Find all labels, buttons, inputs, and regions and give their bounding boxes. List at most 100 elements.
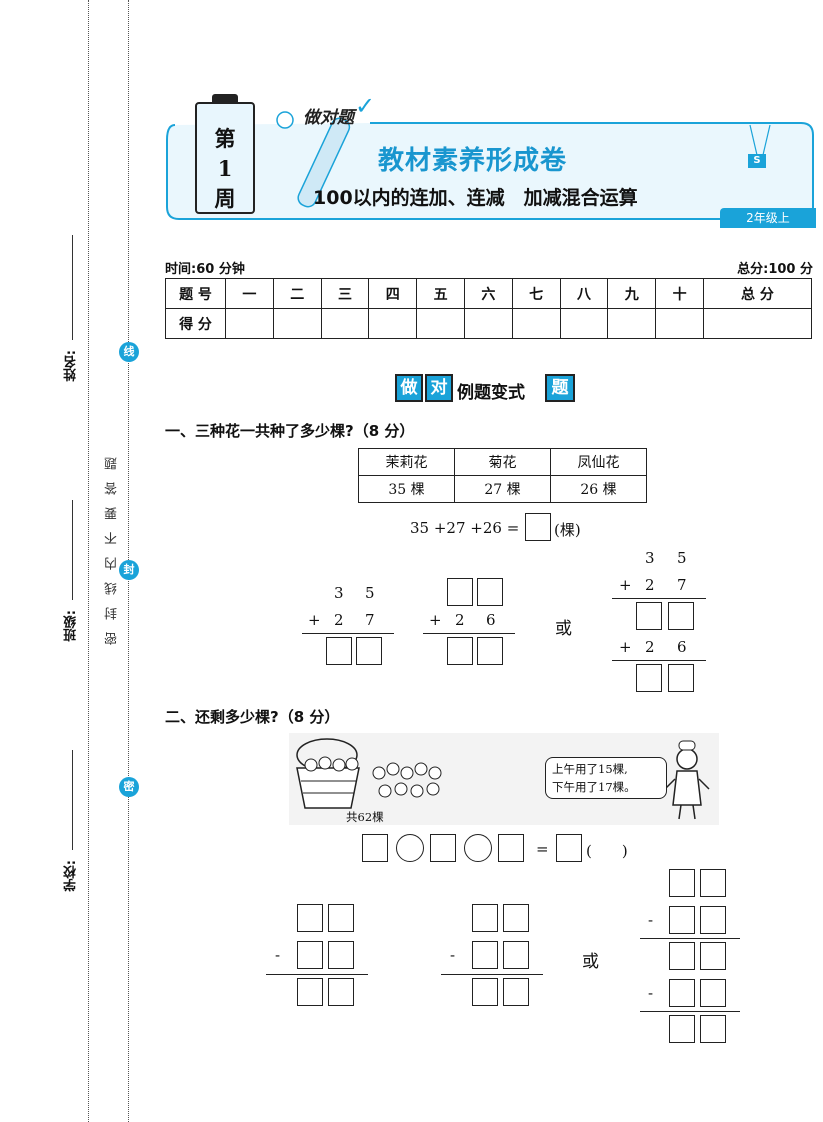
score-col-7: 七 <box>511 278 561 309</box>
answer-box[interactable] <box>700 869 726 897</box>
answer-box[interactable] <box>356 637 382 665</box>
name-label: 姓名: <box>64 350 79 382</box>
school-underline <box>72 750 73 850</box>
score-cell[interactable] <box>320 308 370 339</box>
q1-unit: (棵) <box>554 521 581 539</box>
answer-box[interactable] <box>525 513 551 541</box>
score-cell[interactable] <box>225 308 274 339</box>
score-cell[interactable] <box>702 308 813 339</box>
week-label-top: 第 <box>214 126 236 151</box>
score-col-total: 总 分 <box>702 278 813 309</box>
score-cell[interactable] <box>607 308 657 339</box>
answer-box[interactable] <box>669 979 695 1007</box>
calc-digit: 3 <box>645 549 655 567</box>
basket-illustration <box>296 738 710 820</box>
flower-header: 茉莉花 <box>358 448 455 476</box>
answer-box[interactable] <box>668 664 694 692</box>
answer-box[interactable] <box>669 942 695 970</box>
or-label: 或 <box>582 952 599 972</box>
answer-box[interactable] <box>297 941 323 969</box>
operator-circle[interactable] <box>464 834 492 862</box>
question-2-illustration: 共62棵 <box>289 733 719 825</box>
score-cell[interactable] <box>272 308 322 339</box>
answer-box[interactable] <box>669 906 695 934</box>
calc-line <box>302 633 394 634</box>
calc-line <box>640 1011 740 1012</box>
answer-box[interactable] <box>362 834 388 862</box>
answer-box[interactable] <box>447 578 473 606</box>
answer-box[interactable] <box>477 578 503 606</box>
bubble-line-2: 下午用了17棵。 <box>552 780 636 794</box>
seal-closed: 密 <box>119 777 139 797</box>
score-cell[interactable] <box>559 308 609 339</box>
flower-count: 27 棵 <box>454 475 551 503</box>
calc-digit: 5 <box>677 549 687 567</box>
calc-digit: 7 <box>365 611 375 629</box>
answer-box[interactable] <box>477 637 503 665</box>
score-col-1: 一 <box>225 278 274 309</box>
answer-box[interactable] <box>636 602 662 630</box>
answer-box[interactable] <box>326 637 352 665</box>
flower-header: 菊花 <box>454 448 551 476</box>
answer-box[interactable] <box>669 1015 695 1043</box>
section-title-right: 对 <box>425 374 453 402</box>
exam-total: 总分:100 分 <box>737 262 813 277</box>
answer-box[interactable] <box>503 941 529 969</box>
answer-box[interactable] <box>447 637 473 665</box>
answer-box[interactable] <box>700 979 726 1007</box>
score-table-score-row: 得 分 <box>165 308 813 339</box>
score-table-score-label: 得 分 <box>165 308 226 339</box>
answer-box[interactable] <box>700 906 726 934</box>
calc-operator: - <box>648 984 654 1002</box>
flower-count: 26 棵 <box>550 475 647 503</box>
name-underline <box>72 235 73 340</box>
or-label: 或 <box>555 619 572 639</box>
section-title-q: 题 <box>545 374 575 402</box>
calc-digit: 2 <box>334 611 344 629</box>
seal-line: 线 <box>119 342 139 362</box>
flower-header: 凤仙花 <box>550 448 647 476</box>
week-number: 1 <box>217 156 233 181</box>
answer-box[interactable] <box>297 978 323 1006</box>
flower-table: 茉莉花 菊花 凤仙花 35 棵 27 棵 26 棵 <box>358 448 647 503</box>
answer-box[interactable] <box>328 904 354 932</box>
answer-box[interactable] <box>669 869 695 897</box>
flower-count: 35 棵 <box>358 475 455 503</box>
binding-notice: 密封线内不要答题 <box>105 445 120 645</box>
answer-box[interactable] <box>472 904 498 932</box>
answer-box[interactable] <box>668 602 694 630</box>
answer-box[interactable] <box>328 978 354 1006</box>
answer-box[interactable] <box>503 978 529 1006</box>
score-cell[interactable] <box>416 308 465 339</box>
operator-circle[interactable] <box>396 834 424 862</box>
answer-box[interactable] <box>556 834 582 862</box>
calc-operator: - <box>450 946 456 964</box>
answer-box[interactable] <box>328 941 354 969</box>
score-cell[interactable] <box>511 308 561 339</box>
score-col-9: 九 <box>607 278 657 309</box>
answer-box[interactable] <box>636 664 662 692</box>
calc-line <box>612 660 706 661</box>
week-label-bottom: 周 <box>214 186 236 211</box>
week-badge: 第 1 周 <box>195 102 255 214</box>
page-subtitle: 100以内的连加、连减 加减混合运算 <box>313 187 638 209</box>
calc-digit: 7 <box>677 576 687 594</box>
question-1-title: 一、三种花一共种了多少棵?（8 分） <box>165 422 415 440</box>
score-col-8: 八 <box>559 278 609 309</box>
answer-box[interactable] <box>503 904 529 932</box>
grade-badge: 2年级上 <box>720 208 816 228</box>
answer-box[interactable] <box>297 904 323 932</box>
answer-box[interactable] <box>498 834 524 862</box>
calc-digit: 2 <box>645 576 655 594</box>
answer-box[interactable] <box>472 978 498 1006</box>
answer-box[interactable] <box>700 1015 726 1043</box>
calc-digit: 2 <box>645 638 655 656</box>
score-cell[interactable] <box>655 308 704 339</box>
answer-box[interactable] <box>472 941 498 969</box>
answer-box[interactable] <box>430 834 456 862</box>
class-label: 班级: <box>64 610 79 642</box>
answer-box[interactable] <box>700 942 726 970</box>
score-cell[interactable] <box>368 308 418 339</box>
score-cell[interactable] <box>463 308 513 339</box>
seal-seal: 封 <box>119 560 139 580</box>
